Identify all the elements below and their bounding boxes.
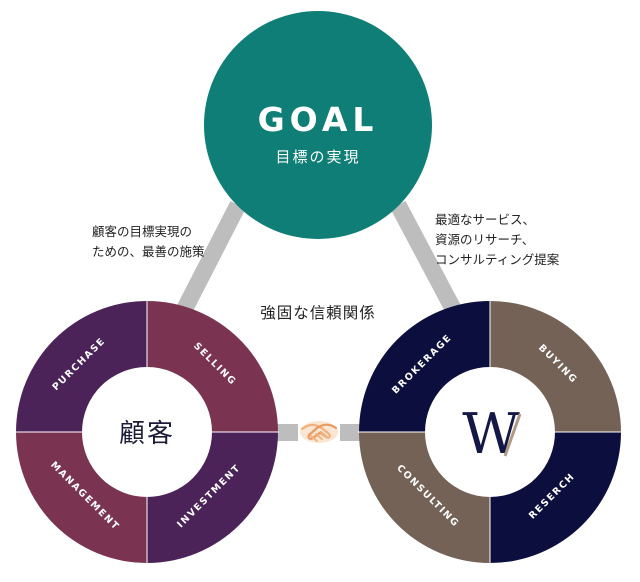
client-segment-selling xyxy=(147,301,278,432)
caption-right-line-3: コンサルティング提案 xyxy=(435,252,560,267)
client-ring: PURCHASE SELLING MANAGEMENT INVESTMENT 顧… xyxy=(15,300,279,564)
client-segment-investment xyxy=(147,432,278,563)
handshake-icon xyxy=(300,421,338,443)
connector-goal-to-client xyxy=(172,201,246,322)
goal-circle-bg xyxy=(204,11,432,239)
goal-subtitle: 目標の実現 xyxy=(275,148,360,166)
client-segment-management xyxy=(16,432,147,563)
caption-left: 顧客の目標実現の ための、最善の施策 xyxy=(92,224,205,259)
client-center-label: 顧客 xyxy=(119,419,175,449)
caption-right: 最適なサービス、 資源のリサーチ、 コンサルティング提案 xyxy=(435,212,560,267)
company-segment-brokerage xyxy=(359,301,490,432)
goal-circle: GOAL 目標の実現 xyxy=(204,11,432,239)
caption-left-line-2: ための、最善の施策 xyxy=(92,244,205,259)
connector-left-stub xyxy=(272,424,298,441)
caption-left-line-1: 顧客の目標実現の xyxy=(92,224,192,239)
company-segment-consulting xyxy=(359,432,490,563)
caption-right-line-2: 資源のリサーチ、 xyxy=(435,232,534,247)
goal-title: GOAL xyxy=(258,100,379,139)
company-ring: BROKERAGE BUYING CONSULTING RESERCH W xyxy=(358,300,622,564)
company-segment-buying xyxy=(490,301,621,432)
company-segment-reserch xyxy=(490,432,621,563)
client-segment-purchase xyxy=(16,301,147,432)
company-logo-accent-stroke xyxy=(503,413,522,457)
caption-center: 強固な信頼関係 xyxy=(260,304,376,322)
caption-right-line-1: 最適なサービス、 xyxy=(435,212,535,227)
company-logo-w-icon: W xyxy=(462,402,522,467)
connector-goal-to-company xyxy=(390,201,466,322)
